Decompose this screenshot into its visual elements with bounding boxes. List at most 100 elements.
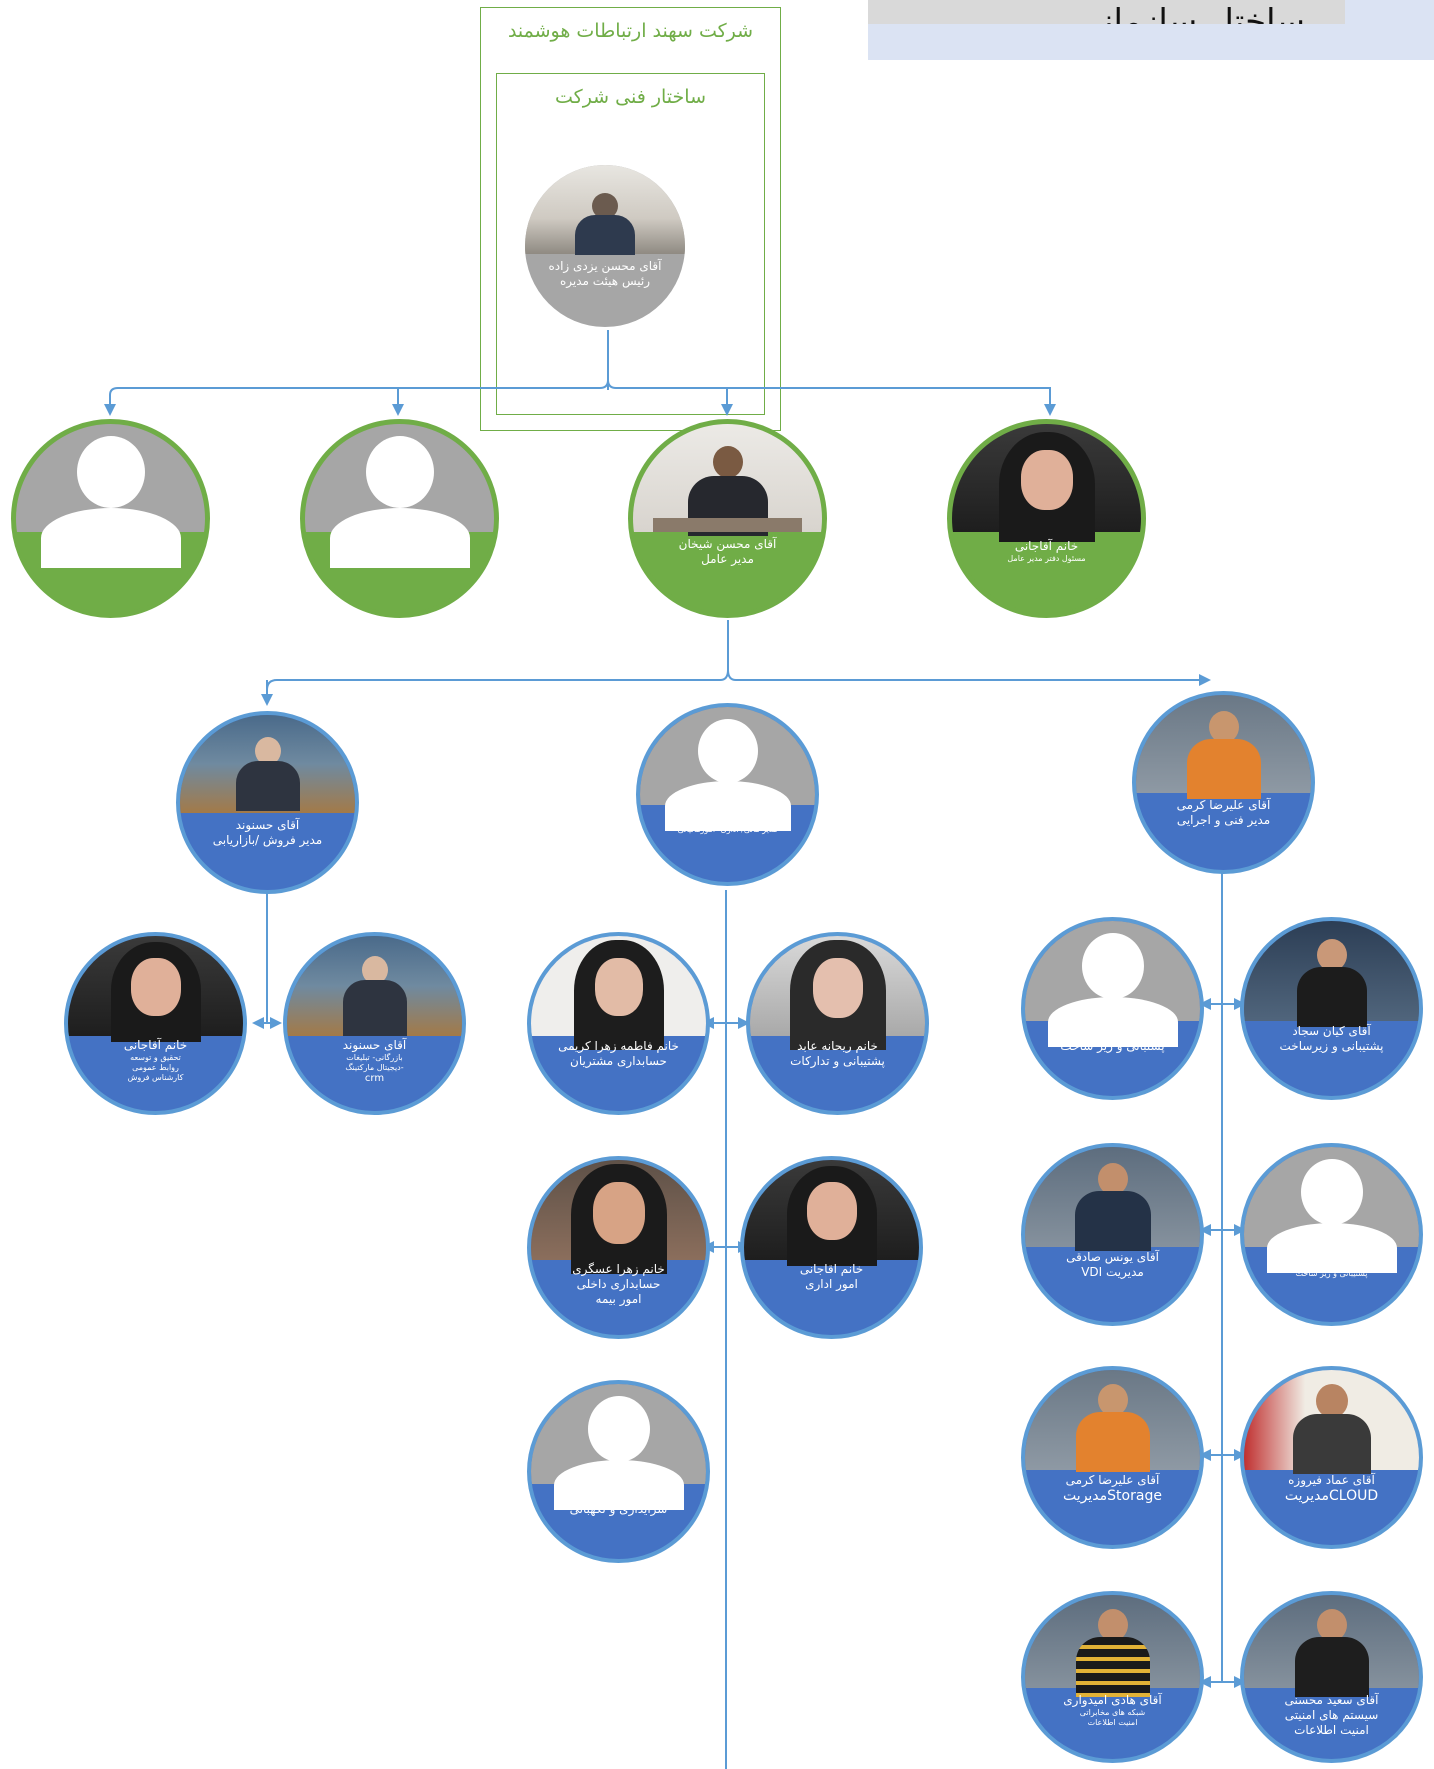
fin-asgari-node[interactable]: خانم زهرا عسگری حسابداری داخلی امور بیمه <box>527 1156 710 1339</box>
person-photo-icon <box>1025 1595 1200 1697</box>
advisor-berkatin-role: مشاورین مدیر عامل <box>59 554 162 569</box>
tech-karami-node[interactable]: آقای علیرضا کرمی Storageمدیریت <box>1021 1366 1204 1549</box>
tech-mohseni-name: آقای سعید محسنی <box>1284 1693 1379 1708</box>
header-title-box: ساختار سازمانی <box>868 0 1345 24</box>
tech-hosseini-role: پشتبانی و زیر ساخت <box>1060 1039 1165 1054</box>
sales-manager-node[interactable]: آقای حسنوند مدیر فروش /بازاریابی <box>176 711 359 894</box>
default-avatar-icon <box>1025 921 1200 1047</box>
tech-omidvari-node[interactable]: آقای هادی امیدواری شبکه های مخابراتی امن… <box>1021 1591 1204 1763</box>
sales-manager-name: آقای حسنوند <box>235 818 300 833</box>
office-photo-icon <box>525 165 685 255</box>
advisor-berkatin-name: دکتر بهرنگ برکتین <box>65 539 156 554</box>
tech-sajjad-node[interactable]: آقای کیان سجاد پشتیبانی و زیرساخت <box>1240 917 1423 1100</box>
person-photo-icon <box>750 936 925 1050</box>
tech-mohseni-role2: امنیت اطلاعات <box>1294 1723 1369 1738</box>
sales-manager-role: مدیر فروش /بازاریابی <box>212 833 323 848</box>
person-photo-icon <box>1244 1595 1419 1697</box>
person-photo-icon <box>1244 1370 1419 1474</box>
tech-mohseni-role: سیستم های امنیتی <box>1284 1708 1379 1723</box>
fin-asgari-role2: امور بیمه <box>595 1291 642 1306</box>
tech-hosseini-name: خانم موش حسینی <box>1066 1024 1159 1039</box>
tech-sadeghi-name: آقای یونس صادقی <box>1066 1250 1159 1265</box>
tech-manager-node[interactable]: آقای علیرضا کرمی مدیر فنی و اجرایی <box>1132 691 1315 874</box>
person-photo-icon <box>1244 921 1419 1027</box>
advisor-hejazi-name: آقای حجازی <box>369 539 430 554</box>
sales-hasanvand-node[interactable]: آقای حسنوند بازرگانی- تبلیغات -دیجیتال م… <box>283 932 466 1115</box>
advisor-hejazi-role: مشاور مدیر عامل <box>354 554 445 569</box>
fin-babaei-role: سرایداری و نگهبانی <box>569 1502 668 1517</box>
person-photo-icon <box>1025 1370 1200 1472</box>
fin-abed-node[interactable]: خانم ریحانه عابد پشتیبانی و تدارکات <box>746 932 929 1115</box>
tech-firouzeh-node[interactable]: آقای عماد فیروزه CLOUDمدیریت <box>1240 1366 1423 1549</box>
tech-sajjad-role: پشتیبانی و زیرساخت <box>1279 1039 1384 1054</box>
sales-aghajani-node[interactable]: خانم آقاجانی تحقیق و توسعه روابط عمومی ک… <box>64 932 247 1115</box>
sales-aghajani-name: خانم آقاجانی <box>123 1037 188 1052</box>
tech-khaleghi-node[interactable]: خانم سارا خالقی پشتیبانی و زیر ساخت <box>1240 1143 1423 1326</box>
chairman-role: رئیس هیئت مدیره <box>559 273 650 288</box>
fin-aghajani-name: خانم اقاجانی <box>799 1261 864 1276</box>
person-photo-icon <box>531 1160 706 1274</box>
default-avatar-icon <box>16 424 205 568</box>
chairman-node[interactable]: آقای محسن یزدی زاده رئیس هیئت مدیره <box>525 165 685 327</box>
tech-sadeghi-role: مدیریت VDI <box>1081 1265 1144 1280</box>
tech-sajjad-name: آقای کیان سجاد <box>1292 1024 1371 1039</box>
ceo-role: مدیر عامل <box>701 552 754 567</box>
ceo-node[interactable]: آقای محسن شیخان مدیر عامل <box>628 419 827 618</box>
sales-hasanvand-line3: crm <box>364 1072 385 1084</box>
tech-khaleghi-role: پشتیبانی و زیر ساخت <box>1295 1268 1368 1278</box>
company-frame: شرکت سهند ارتباطات هوشمند <box>480 7 781 431</box>
default-avatar-icon <box>640 707 815 831</box>
tech-omidvari-line1: شبکه های مخابراتی <box>1079 1708 1146 1718</box>
fin-aghajani-node[interactable]: خانم اقاجانی امور اداری <box>740 1156 923 1339</box>
sales-hasanvand-line1: بازرگانی- تبلیغات <box>346 1052 403 1062</box>
office-manager-name: خانم آقاجانی <box>1014 539 1079 554</box>
technical-frame-title: ساختار فنی شرکت <box>555 86 706 108</box>
office-manager-node[interactable]: خانم آقاجانی مسئول دفتر مدیر عامل <box>947 419 1146 618</box>
finance-manager-node[interactable]: خانم سمیرا سعیدی مدیر مالی/ اداری -امورم… <box>636 703 819 886</box>
person-photo-icon <box>1136 695 1311 799</box>
fin-babaei-node[interactable]: آقای بابایی سرایداری و نگهبانی <box>527 1380 710 1563</box>
tech-omidvari-line2: امنیت اطلاعات <box>1087 1718 1138 1728</box>
fin-asgari-name: خانم زهرا عسگری <box>572 1261 665 1276</box>
tech-sadeghi-node[interactable]: آقای یونس صادقی مدیریت VDI <box>1021 1143 1204 1326</box>
tech-khaleghi-name: خانم سارا خالقی <box>1289 1253 1374 1268</box>
person-photo-icon <box>68 936 243 1042</box>
sales-aghajani-line1: تحقیق و توسعه <box>130 1052 181 1062</box>
office-manager-role: مسئول دفتر مدیر عامل <box>1007 554 1086 564</box>
technical-frame: ساختار فنی شرکت <box>496 73 765 415</box>
person-photo-icon <box>180 715 355 813</box>
tech-firouzeh-role: CLOUDمدیریت <box>1284 1488 1379 1505</box>
fin-aghajani-role: امور اداری <box>805 1276 858 1291</box>
person-photo-icon <box>952 424 1141 542</box>
person-photo-icon <box>1025 1147 1200 1251</box>
fin-abed-name: خانم ریحانه عابد <box>797 1039 878 1054</box>
sales-hasanvand-line2: -دیجیتال مارکتینگ <box>345 1062 404 1072</box>
tech-firouzeh-name: آقای عماد فیروزه <box>1288 1473 1375 1488</box>
chairman-name: آقای محسن یزدی زاده <box>548 258 662 273</box>
person-photo-icon <box>633 424 822 536</box>
fin-babaei-name: آقای بابایی <box>591 1487 646 1502</box>
sales-aghajani-line3: کارشناس فروش <box>127 1072 184 1082</box>
finance-manager-role: مدیر مالی/ اداری -امورمالیاتی <box>677 825 778 835</box>
fin-asgari-role: حسابداری داخلی <box>576 1276 661 1291</box>
person-photo-icon <box>531 936 706 1050</box>
tech-karami-name: آقای علیرضا کرمی <box>1065 1473 1160 1488</box>
advisor-berkatin-node[interactable]: دکتر بهرنگ برکتین مشاورین مدیر عامل <box>11 419 210 618</box>
tech-omidvari-name: آقای هادی امیدواری <box>1063 1693 1162 1708</box>
advisor-hejazi-node[interactable]: آقای حجازی مشاور مدیر عامل <box>300 419 499 618</box>
header-title: ساختار سازمانی <box>1075 2 1305 24</box>
fin-karimi-node[interactable]: خانم فاطمه زهرا کریمی حسابداری مشتریان <box>527 932 710 1115</box>
fin-karimi-role: حسابداری مشتریان <box>570 1054 667 1069</box>
person-photo-icon <box>287 936 462 1036</box>
tech-karami-role: Storageمدیریت <box>1063 1488 1162 1505</box>
company-frame-title: شرکت سهند ارتباطات هوشمند <box>507 20 754 42</box>
tech-mohseni-node[interactable]: آقای سعید محسنی سیستم های امنیتی امنیت ا… <box>1240 1591 1423 1763</box>
fin-karimi-name: خانم فاطمه زهرا کریمی <box>558 1039 679 1054</box>
default-avatar-icon <box>305 424 494 568</box>
default-avatar-icon <box>1244 1147 1419 1273</box>
sales-aghajani-line2: روابط عمومی <box>132 1062 179 1072</box>
tech-hosseini-node[interactable]: خانم موش حسینی پشتبانی و زیر ساخت <box>1021 917 1204 1100</box>
person-photo-icon <box>744 1160 919 1266</box>
tech-manager-role: مدیر فنی و اجرایی <box>1176 813 1271 828</box>
